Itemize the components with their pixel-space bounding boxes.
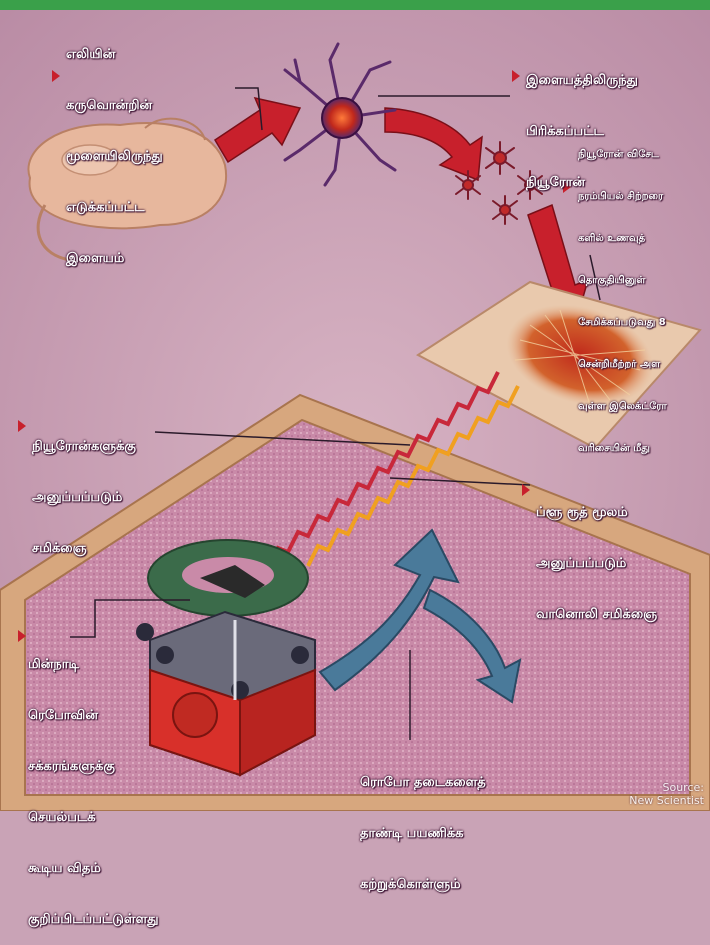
label-mouse-embryo: எலியின் கருவொன்றின் மூளையிலிருந்து எடுக்… <box>66 12 163 284</box>
label-line: அனுப்பப்படும் <box>32 489 136 506</box>
label-line: எலியின் <box>66 46 163 63</box>
label-neuron-culture: நியூரோன் விசேட நரம்பியல் சிற்றரை களில் உ… <box>578 120 667 470</box>
label-line: கருவொன்றின் <box>66 97 163 114</box>
label-line: சென்றிமீற்றர் அள <box>578 358 667 372</box>
label-line: மூளையிலிருந்து <box>66 148 163 165</box>
credit-line: New Scientist <box>629 794 704 807</box>
top-strip <box>0 0 710 10</box>
label-line: அனுப்பப்படும் <box>536 555 657 572</box>
label-line: தொகுதியினுள் <box>578 274 667 288</box>
label-line: களில் உணவுத் <box>578 232 667 246</box>
label-line: மின்நாடி <box>28 656 159 673</box>
label-robot-wheels: மின்நாடி ரெபோவின் சக்கரங்களுக்கு செயல்பட… <box>28 622 159 945</box>
label-line: இளையம் <box>66 250 163 267</box>
label-signals-to-neurons: நியூரோன்களுக்கு அனுப்பப்படும் சமிக்ஞை <box>32 404 136 574</box>
label-line: வரிசையின் மீது <box>578 442 667 456</box>
credit-line: Source: <box>629 781 704 794</box>
label-line: வுள்ள இலெக்ட்ரோ <box>578 400 667 414</box>
label-line: நரம்பியல் சிற்றரை <box>578 190 667 204</box>
label-line: சமிக்ஞை <box>32 540 136 557</box>
label-line: நியூரோன்களுக்கு <box>32 438 136 455</box>
robot-green-ring <box>148 540 308 616</box>
label-line: கற்றுக்கொள்ளும் <box>360 876 486 893</box>
label-robot-obstacles: ரொபோ தடைகளைத் தாண்டி பயணிக்க கற்றுக்கொள்… <box>360 740 486 910</box>
label-line: ப்ளூ ரூத் மூலம் <box>536 504 657 521</box>
label-line: ரொபோ தடைகளைத் <box>360 774 486 791</box>
label-line: வானொலி சமிக்ஞை <box>536 606 657 623</box>
label-line: சக்கரங்களுக்கு <box>28 758 159 775</box>
label-bluetooth-signal: ப்ளூ ரூத் மூலம் அனுப்பப்படும் வானொலி சமி… <box>536 470 657 640</box>
source-credit: Source: New Scientist <box>629 781 704 807</box>
label-line: கூடிய விதம் <box>28 860 159 877</box>
label-line: ரெபோவின் <box>28 707 159 724</box>
label-line: நியூரோன் விசேட <box>578 148 667 162</box>
label-line: சேமிக்கப்படுவது 8 <box>578 316 667 330</box>
label-line: எடுக்கப்பட்ட <box>66 199 163 216</box>
label-line: செயல்படக் <box>28 809 159 826</box>
label-line: இளையத்திலிருந்து <box>526 72 638 89</box>
label-line: தாண்டி பயணிக்க <box>360 825 486 842</box>
label-line: குறிப்பிடப்பட்டுள்ளது <box>28 911 159 928</box>
